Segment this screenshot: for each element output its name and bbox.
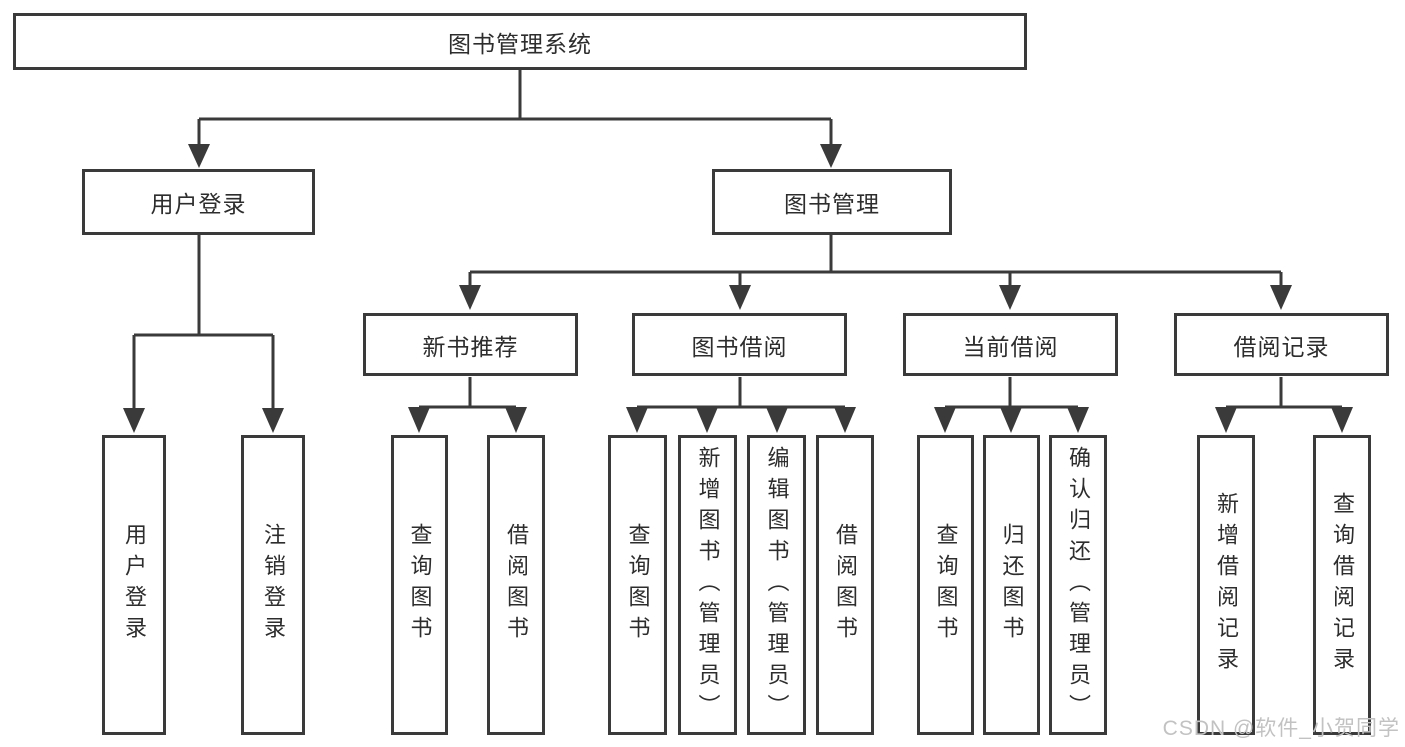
leaf-query-borrow-record: 查询借阅记录: [1313, 435, 1371, 735]
leaf-query-books-recommend: 查询图书: [391, 435, 448, 735]
node-borrowing-records: 借阅记录: [1174, 313, 1389, 376]
leaf-add-book-admin: 新增图书（管理员）: [678, 435, 737, 735]
leaf-return-books: 归还图书: [983, 435, 1040, 735]
node-book-borrowing: 图书借阅: [632, 313, 847, 376]
leaf-borrow-books-recommend: 借阅图书: [487, 435, 545, 735]
watermark: CSDN @软件_小贺同学: [1162, 717, 1400, 740]
leaf-add-borrow-record-label: 新增借阅记录: [1214, 492, 1239, 678]
leaf-logout-label: 注销登录: [261, 523, 286, 647]
leaf-user-login: 用户登录: [102, 435, 166, 735]
leaf-query-books-borrowing-label: 查询图书: [625, 523, 651, 647]
node-new-book-recommend: 新书推荐: [363, 313, 578, 376]
leaf-add-borrow-record: 新增借阅记录: [1197, 435, 1255, 735]
leaf-query-books-current: 查询图书: [917, 435, 974, 735]
connector-root-to-level2: [188, 70, 842, 168]
leaf-edit-book-admin-label: 编辑图书（管理员）: [764, 445, 790, 725]
node-current-borrowing: 当前借阅: [903, 313, 1118, 376]
leaf-return-books-label: 归还图书: [999, 523, 1025, 647]
connector-book-borrowing-children: [626, 377, 856, 433]
connector-book-management-children: [459, 235, 1292, 310]
leaf-query-books-current-label: 查询图书: [933, 523, 959, 647]
leaf-borrow-books-borrowing: 借阅图书: [816, 435, 874, 735]
connector-current-borrowing-children: [934, 377, 1089, 433]
node-user-login: 用户登录: [82, 169, 315, 235]
node-book-management: 图书管理: [712, 169, 952, 235]
node-root: 图书管理系统: [13, 13, 1027, 70]
leaf-edit-book-admin: 编辑图书（管理员）: [747, 435, 806, 735]
connector-user-login-children: [123, 235, 284, 433]
leaf-confirm-return-admin: 确认归还（管理员）: [1049, 435, 1107, 735]
leaf-borrow-books-borrowing-label: 借阅图书: [833, 523, 858, 647]
leaf-query-borrow-record-label: 查询借阅记录: [1330, 492, 1355, 678]
leaf-logout: 注销登录: [241, 435, 305, 735]
leaf-confirm-return-admin-label: 确认归还（管理员）: [1066, 445, 1091, 725]
leaf-borrow-books-recommend-label: 借阅图书: [504, 523, 529, 647]
leaf-query-books-recommend-label: 查询图书: [407, 523, 433, 647]
leaf-add-book-admin-label: 新增图书（管理员）: [695, 445, 721, 725]
connector-new-book-children: [408, 377, 527, 433]
leaf-user-login-label: 用户登录: [122, 523, 147, 647]
leaf-query-books-borrowing: 查询图书: [608, 435, 667, 735]
connector-borrowing-records-children: [1215, 377, 1353, 433]
